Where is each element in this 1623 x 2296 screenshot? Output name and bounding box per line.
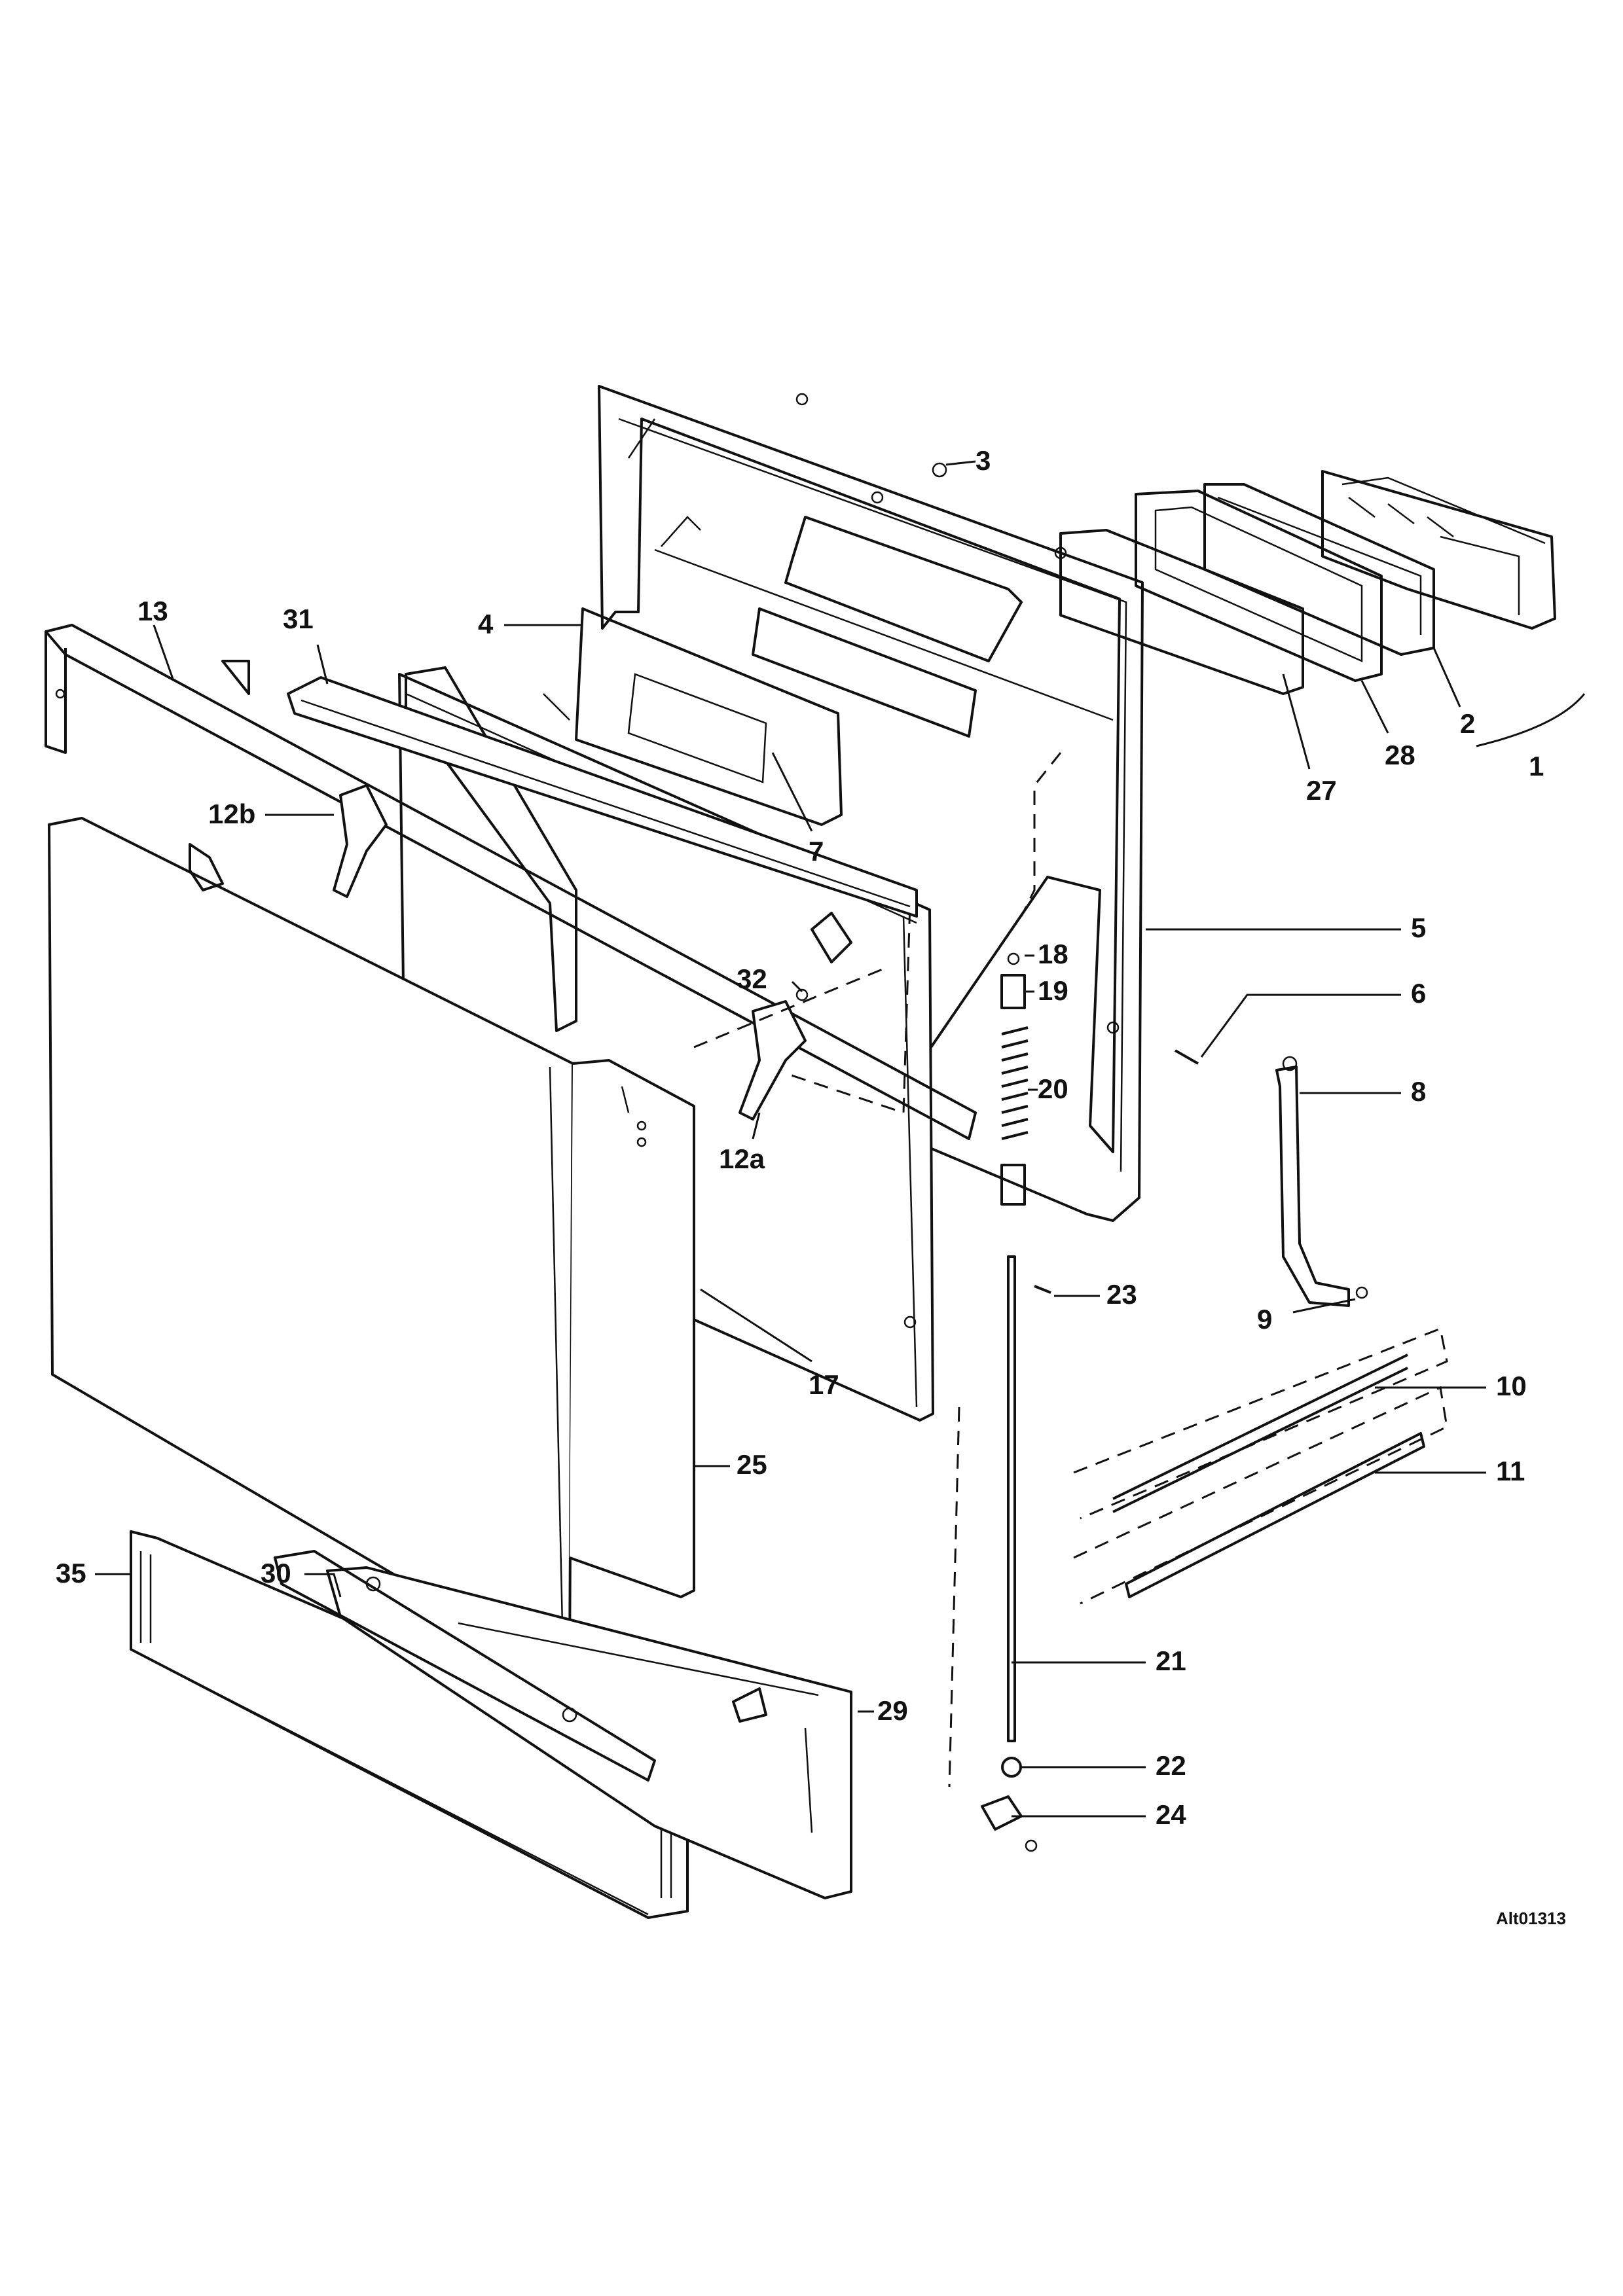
label-19: 19 <box>1038 975 1068 1006</box>
label-35: 35 <box>56 1558 86 1588</box>
label-23: 23 <box>1106 1279 1137 1310</box>
label-4: 4 <box>478 609 494 639</box>
label-8: 8 <box>1411 1076 1426 1107</box>
part-31-top-rail <box>287 676 918 963</box>
reference-code: Alt01313 <box>1496 1909 1566 1928</box>
label-20: 20 <box>1038 1073 1068 1104</box>
label-21: 21 <box>1156 1645 1186 1676</box>
label-31: 31 <box>283 603 314 634</box>
part-22-nut <box>1001 1757 1022 1778</box>
part-4-bracket <box>543 607 843 826</box>
label-12a: 12a <box>719 1143 765 1174</box>
part-24-foot <box>981 1795 1038 1852</box>
label-17: 17 <box>809 1369 839 1400</box>
part-35-kick-panel <box>130 1530 689 1919</box>
part-32-screw <box>795 988 809 1001</box>
label-18: 18 <box>1038 939 1068 969</box>
label-10: 10 <box>1496 1371 1527 1401</box>
leader-lines <box>95 460 1586 1818</box>
label-13: 13 <box>137 596 168 626</box>
part-27-panel <box>1059 529 1304 695</box>
label-24: 24 <box>1156 1799 1186 1830</box>
label-12b: 12b <box>208 798 255 829</box>
label-27: 27 <box>1306 775 1337 806</box>
part-6-screw <box>1175 1049 1199 1065</box>
part-25-outer-door <box>48 817 695 1667</box>
part-21-rod <box>1007 1255 1016 1742</box>
label-30: 30 <box>261 1558 291 1588</box>
part-10-spring <box>1073 1327 1448 1520</box>
part-8-side-bracket <box>1275 1056 1350 1307</box>
part-11-tube <box>1073 1386 1448 1605</box>
label-29: 29 <box>877 1695 908 1726</box>
label-25: 25 <box>737 1449 767 1480</box>
label-7: 7 <box>809 836 824 867</box>
part-28-bezel <box>1135 490 1383 682</box>
label-28: 28 <box>1385 740 1415 770</box>
label-2: 2 <box>1460 708 1475 739</box>
label-3: 3 <box>976 445 991 476</box>
label-5: 5 <box>1411 912 1426 943</box>
part-1-control-box <box>1321 470 1556 630</box>
label-6: 6 <box>1411 978 1426 1009</box>
part-9-screw <box>1355 1286 1368 1299</box>
part-5-inner-door <box>598 385 1144 1222</box>
label-11: 11 <box>1496 1456 1525 1486</box>
part-18-washer <box>1007 952 1020 965</box>
part-12b-hinge <box>333 784 388 898</box>
part-3-screw <box>932 462 947 478</box>
part-23-screw <box>1034 1285 1051 1294</box>
label-32: 32 <box>737 963 767 994</box>
part-20-spring <box>1000 1026 1029 1206</box>
label-22: 22 <box>1156 1750 1186 1781</box>
label-9: 9 <box>1257 1304 1272 1335</box>
part-13-top-trim <box>45 624 977 1140</box>
part-30-bottom-trim <box>274 1550 656 1782</box>
part-19-bushing <box>1000 974 1026 1009</box>
label-1: 1 <box>1529 751 1544 781</box>
part-29-lower-rail <box>326 1566 852 1899</box>
